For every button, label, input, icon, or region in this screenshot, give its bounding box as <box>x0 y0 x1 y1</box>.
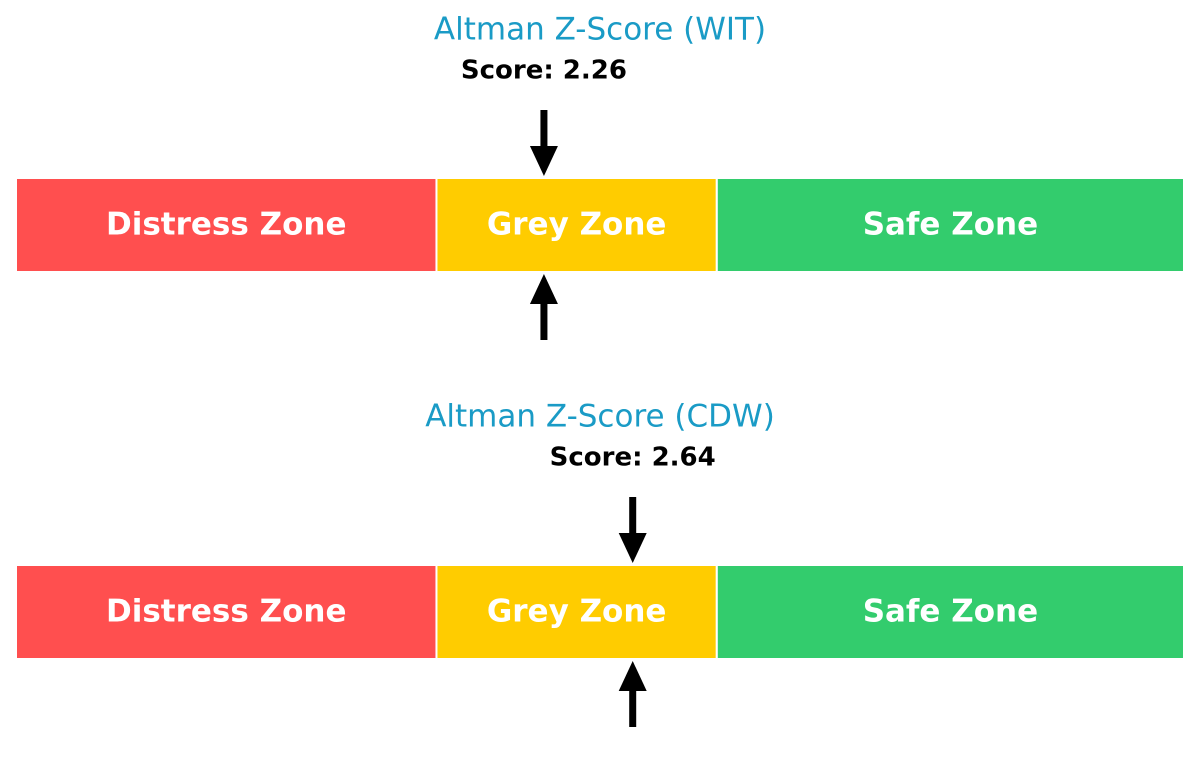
grey-zone-label: Grey Zone <box>487 594 667 630</box>
score-arrow-down-icon-shaft <box>629 497 637 533</box>
score-arrow-up-icon <box>529 274 558 340</box>
gauge-panel-2: Altman Z-Score (CDW) Score: 2.64Distress … <box>15 399 1185 727</box>
distress-zone-bar <box>15 177 438 273</box>
safe-zone-bar <box>715 177 1185 273</box>
score-arrow-up-icon-shaft <box>629 691 637 727</box>
safe-zone-label: Safe Zone <box>863 207 1038 243</box>
grey-zone-bar <box>435 177 718 273</box>
safe-zone-label: Safe Zone <box>863 594 1038 630</box>
chart-title: Altman Z-Score (WIT) <box>434 12 766 48</box>
score-arrow-up-icon-shaft <box>540 304 548 340</box>
score-arrow-down-icon <box>618 497 647 563</box>
score-arrow-down-icon-head <box>618 533 647 563</box>
score-label: Score: 2.26 <box>461 56 627 86</box>
score-arrow-up-icon-head <box>529 274 558 304</box>
distress-zone-label: Distress Zone <box>106 594 347 630</box>
gauge-panel-1: Altman Z-Score (WIT) Score: 2.26Distress … <box>15 12 1185 340</box>
chart-title: Altman Z-Score (CDW) <box>425 399 775 435</box>
grey-zone-bar <box>435 564 718 660</box>
grey-zone-label: Grey Zone <box>487 207 667 243</box>
score-arrow-up-icon <box>618 661 647 727</box>
distress-zone-label: Distress Zone <box>106 207 347 243</box>
score-arrow-down-icon-shaft <box>540 110 548 146</box>
score-label: Score: 2.64 <box>550 443 716 473</box>
distress-zone-bar <box>15 564 438 660</box>
score-arrow-down-icon-head <box>529 146 558 176</box>
safe-zone-bar <box>715 564 1185 660</box>
score-arrow-down-icon <box>529 110 558 176</box>
score-arrow-up-icon-head <box>618 661 647 691</box>
